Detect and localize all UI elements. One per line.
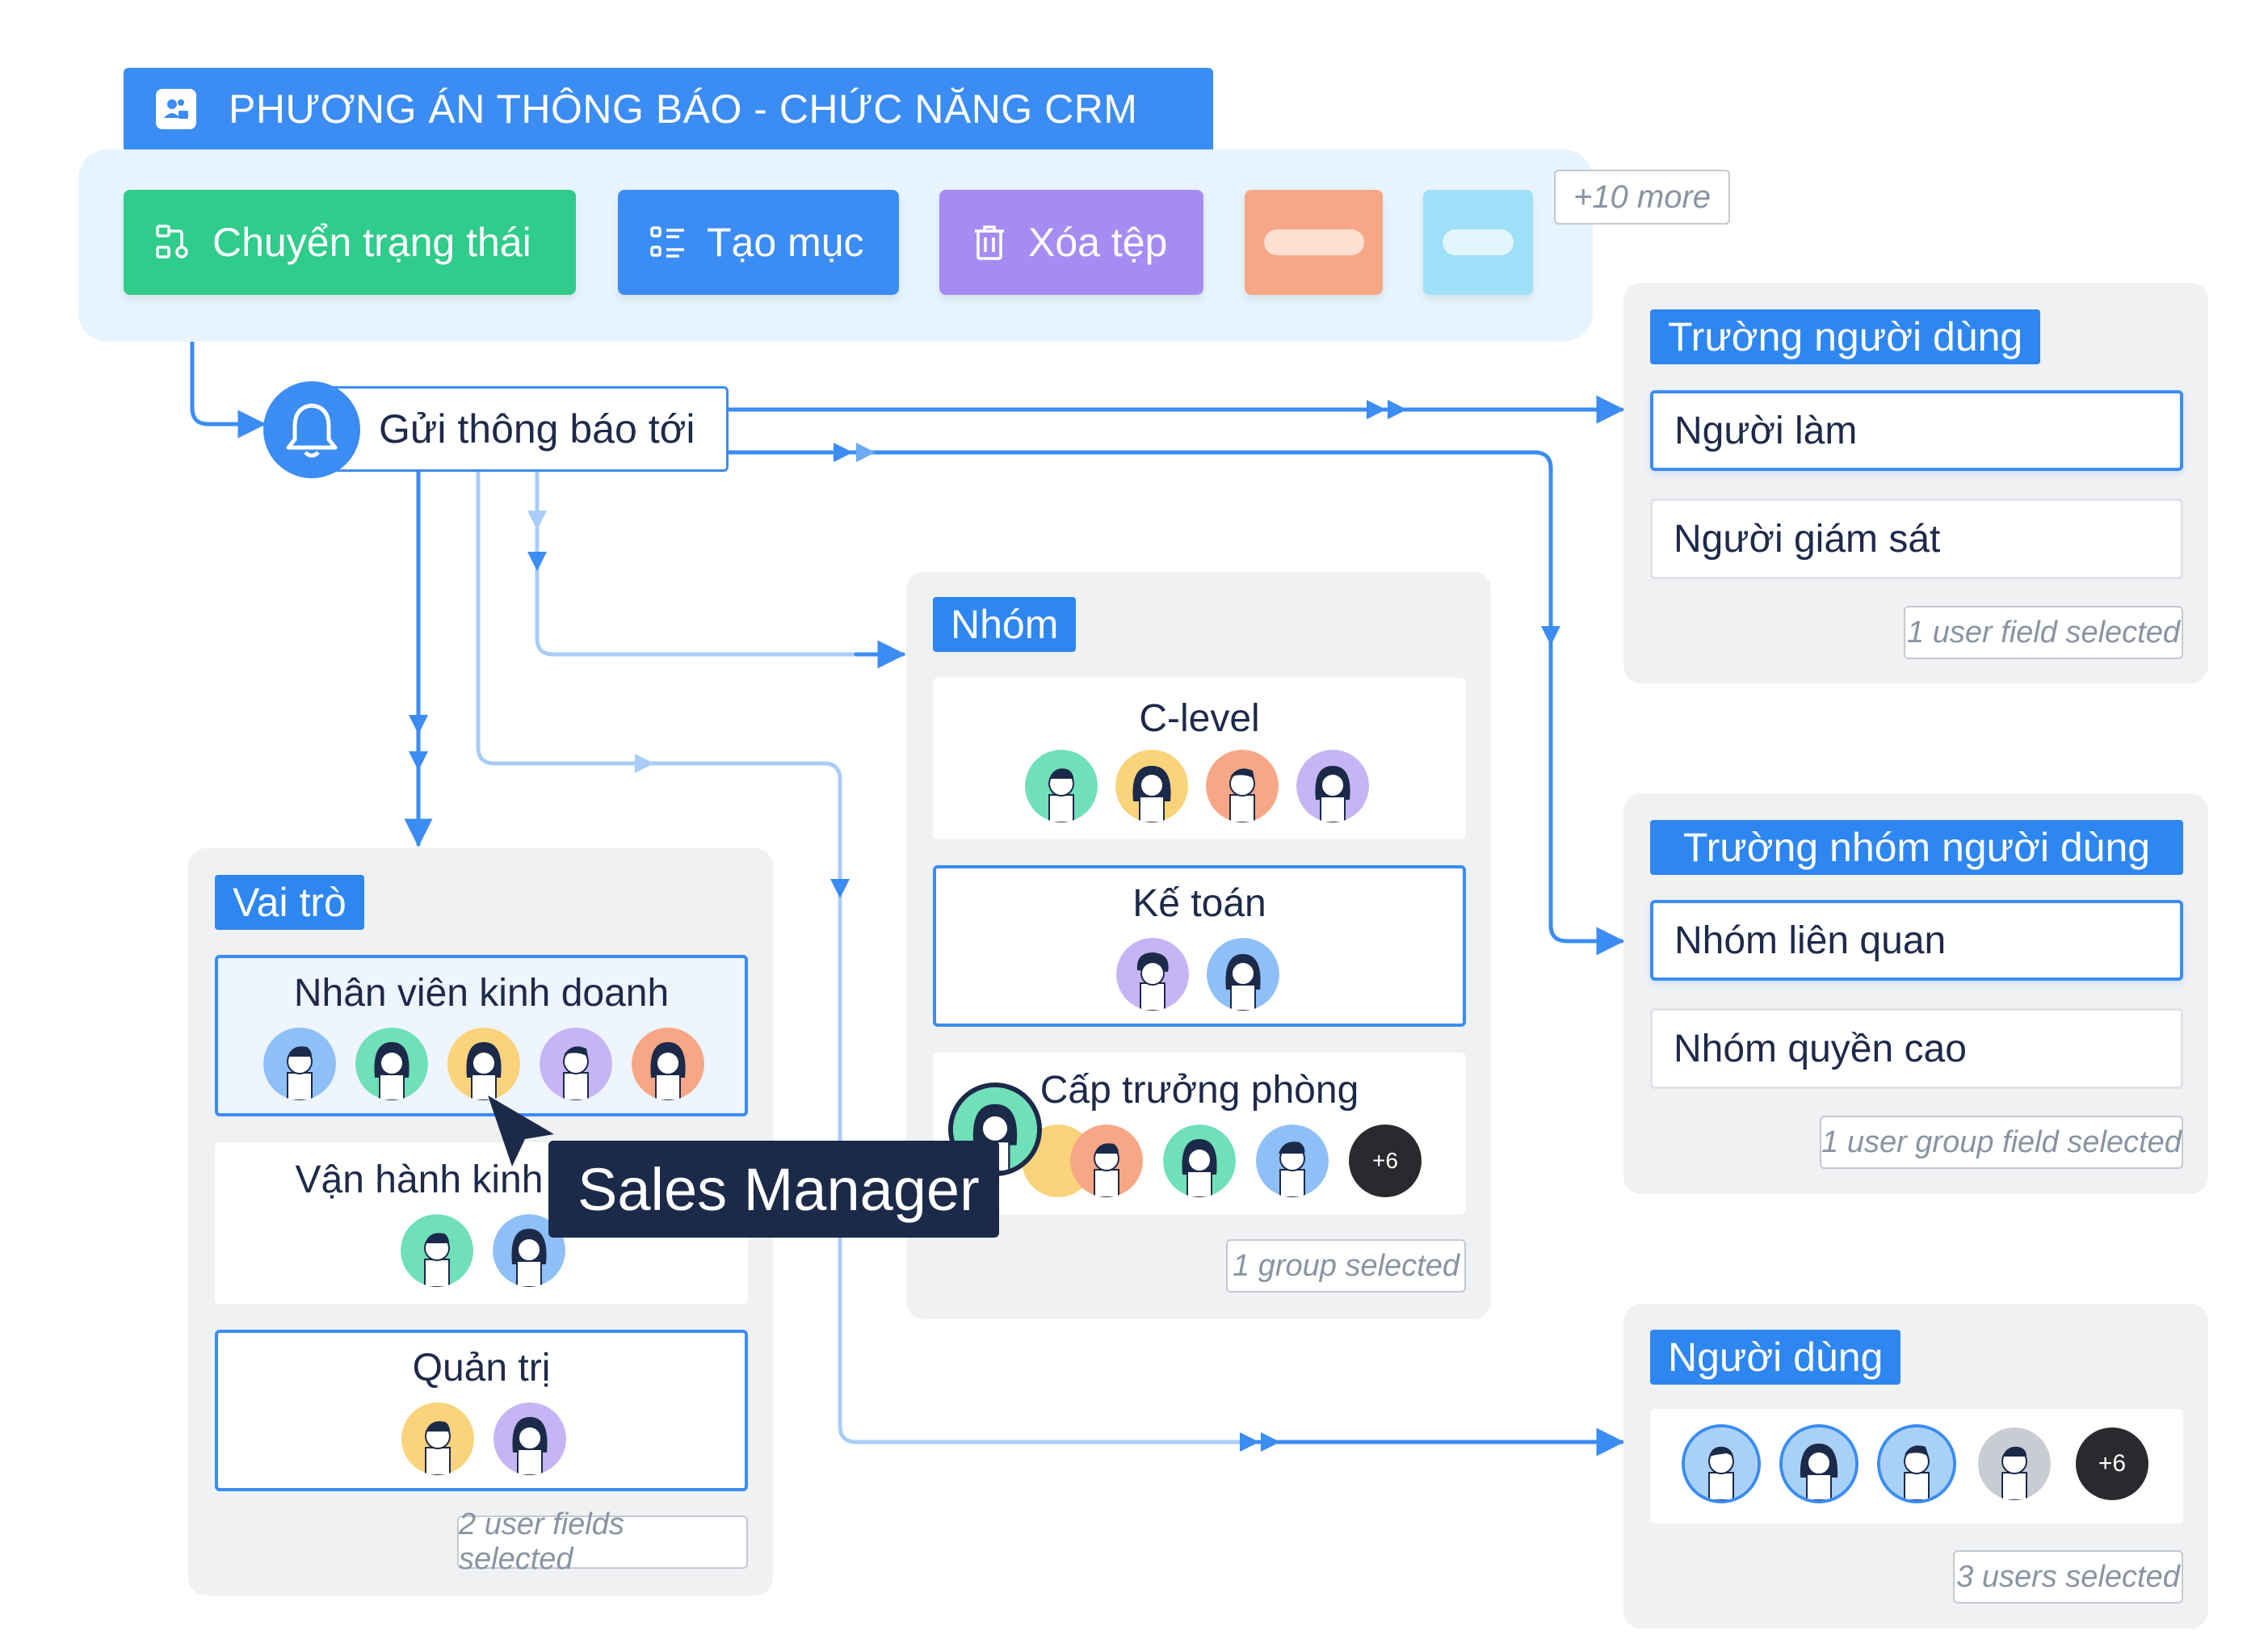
group-card-clevel[interactable]: C-level (933, 678, 1466, 839)
user-field-heading: Trường người dùng (1650, 309, 2041, 364)
change-status-label: Chuyển trạng thái (212, 220, 531, 265)
change-status-button[interactable]: Chuyển trạng thái (124, 190, 576, 295)
placeholder-action-button[interactable] (1245, 190, 1383, 295)
role-card-title: Quản trị (412, 1347, 551, 1389)
avatar (355, 1028, 428, 1100)
avatar (632, 1028, 704, 1100)
tooltip-label: Sales Manager (578, 1155, 980, 1223)
group-card-accounting[interactable]: Kế toán (933, 865, 1466, 1027)
users-icon (156, 88, 196, 129)
cursor-icon (488, 1095, 554, 1167)
placeholder-action-button-2[interactable] (1423, 190, 1533, 295)
group-card-title: Kế toán (1132, 882, 1266, 925)
avatar (1163, 1125, 1236, 1197)
users-avatar-row: +6 (1650, 1409, 2183, 1524)
avatar[interactable] (1978, 1427, 2051, 1500)
role-card-title: Nhân viên kinh doanh (293, 972, 670, 1015)
role-card-admin[interactable]: Quản trị (215, 1330, 748, 1491)
workflow-icon (154, 223, 193, 262)
avatar (1206, 750, 1279, 822)
avatar[interactable] (1783, 1427, 1855, 1500)
avatar (447, 1028, 520, 1100)
avatar (1025, 750, 1098, 822)
avatar (401, 1402, 474, 1475)
avatar (1296, 750, 1369, 822)
user-field-option-supervisor[interactable]: Người giám sát (1650, 498, 2183, 579)
avatar (1070, 1125, 1143, 1197)
hover-tooltip: Sales Manager (548, 1141, 999, 1238)
roles-count-badge: 2 user fields selected (457, 1507, 748, 1576)
avatar (263, 1028, 336, 1100)
notify-node[interactable]: Gửi thông báo tới (315, 386, 729, 472)
avatar[interactable] (1880, 1427, 1953, 1500)
list-icon (649, 223, 687, 262)
avatar (494, 1402, 566, 1475)
group-field-option-privileged[interactable]: Nhóm quyền cao (1650, 1008, 2183, 1089)
avatar (1116, 938, 1189, 1011)
create-item-button[interactable]: Tạo mục (618, 190, 899, 295)
create-item-label: Tạo mục (707, 220, 864, 265)
page-title: PHƯƠNG ÁN THÔNG BÁO - CHỨC NĂNG CRM (229, 86, 1138, 132)
user-group-field-heading: Trường nhóm người dùng (1650, 820, 2183, 875)
groups-heading: Nhóm (933, 597, 1077, 652)
notify-label: Gửi thông báo tới (379, 406, 695, 452)
avatar[interactable] (1685, 1427, 1758, 1500)
user-field-option-assignee[interactable]: Người làm (1650, 390, 2183, 471)
bell-icon (263, 381, 360, 478)
avatar (401, 1214, 473, 1287)
role-card-sales[interactable]: Nhân viên kinh doanh (215, 955, 748, 1116)
group-card-title: Cấp trưởng phòng (1040, 1069, 1359, 1112)
avatar (1115, 750, 1188, 822)
roles-heading: Vai trò (215, 875, 364, 930)
role-card-title: Vận hành kinh (295, 1158, 544, 1201)
more-users-badge[interactable]: +6 (2076, 1427, 2148, 1500)
trash-icon (970, 223, 1009, 262)
more-actions-badge[interactable]: +10 more (1554, 170, 1730, 225)
users-heading: Người dùng (1650, 1330, 1901, 1385)
avatar (540, 1028, 612, 1100)
group-field-option-related[interactable]: Nhóm liên quan (1650, 900, 2183, 981)
avatar (1207, 938, 1279, 1011)
avatar (493, 1214, 565, 1287)
title-bar: PHƯƠNG ÁN THÔNG BÁO - CHỨC NĂNG CRM (124, 68, 1213, 149)
user-field-count-badge: 1 user field selected (1904, 606, 2183, 659)
group-card-title: C-level (1139, 697, 1260, 740)
more-members-badge[interactable]: +6 (1349, 1125, 1422, 1197)
delete-file-label: Xóa tệp (1028, 220, 1168, 265)
users-count-badge: 3 users selected (1953, 1550, 2183, 1604)
delete-file-button[interactable]: Xóa tệp (939, 190, 1203, 295)
user-group-field-count-badge: 1 user group field selected (1820, 1116, 2183, 1169)
group-card-department-heads[interactable]: Cấp trưởng phòng +6 (933, 1053, 1466, 1214)
groups-count-badge: 1 group selected (1226, 1239, 1466, 1293)
avatar (1256, 1125, 1329, 1197)
